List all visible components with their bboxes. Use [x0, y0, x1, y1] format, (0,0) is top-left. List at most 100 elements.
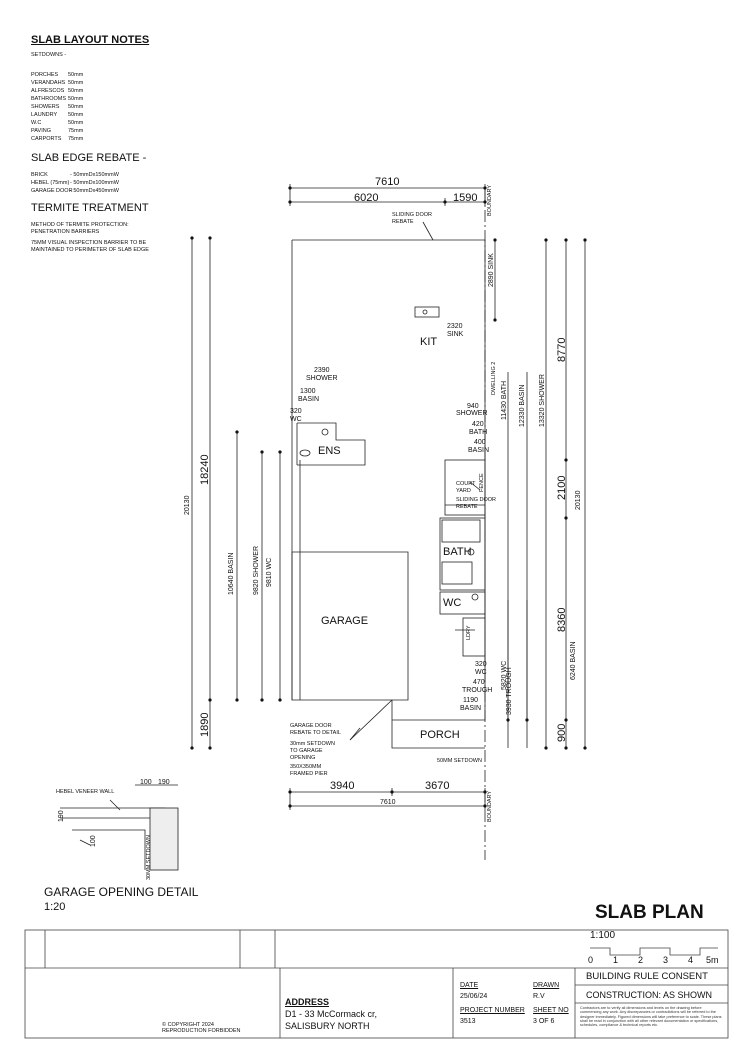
project-label: PROJECT NUMBER [460, 1007, 525, 1014]
drawn-label: DRAWN [533, 982, 560, 989]
project-value: 3513 [460, 1018, 476, 1025]
shower-right-value: 940 [467, 403, 479, 410]
rebate-value: - 50mmDx100mmW [70, 180, 119, 186]
vdim-right-trough: 3930 TROUGH [506, 667, 513, 715]
wc-low-label: WC [475, 669, 487, 676]
dim-top-right: 1590 [453, 192, 478, 204]
basin-top-label: BASIN [298, 396, 320, 403]
sheet-scale: 1:100 [590, 930, 616, 941]
wc-top-label: WC [290, 416, 302, 423]
dim-bottom-total: 7610 [380, 799, 396, 806]
setdown-value: 50mm [68, 80, 84, 86]
rebate-item: BRICK [31, 172, 48, 178]
basin-top-value: 1300 [300, 388, 316, 395]
vdim-left-wc: 9810 WC [266, 557, 273, 587]
room-porch: PORCH [420, 729, 460, 741]
bath-right-label: BATH [469, 429, 488, 436]
sliding-rebate-top: SLIDING DOOR [392, 212, 433, 218]
detail-dim-100-v: 100 [90, 835, 97, 847]
boundary-label-bottom: BOUNDARY [487, 790, 493, 822]
vdim-left-total: 20130 [184, 495, 191, 515]
detail-title: GARAGE OPENING DETAIL [44, 885, 199, 899]
room-ens: ENS [318, 445, 341, 457]
dim-bottom-right: 3670 [425, 780, 450, 792]
detail-dim-190: 190 [158, 779, 170, 786]
setdown-item: PAVING [31, 128, 51, 134]
setdown-value: 50mm [68, 88, 84, 94]
room-laundry: LDRY [466, 625, 472, 640]
sheet-title: SLAB PLAN [595, 902, 704, 923]
vdim-left-bottom: 1890 [199, 712, 211, 737]
setdown-item: PORCHES [31, 72, 59, 78]
scale-mark: 2 [638, 955, 644, 965]
setdown-value: 50mm [68, 72, 84, 78]
setdown-item: W.C [31, 120, 42, 126]
bath-right-value: 420 [472, 421, 484, 428]
porch-setdown-note: 50MM SETDOWN [437, 758, 482, 764]
construction-status: CONSTRUCTION: AS SHOWN [586, 990, 713, 1000]
termite-title: TERMITE TREATMENT [31, 202, 149, 214]
room-bath: BATH [443, 546, 472, 558]
sliding-rebate-mid-2: REBATE [456, 504, 478, 510]
detail-dim-100: 100 [140, 779, 152, 786]
termite-line: PENETRATION BARRIERS [31, 229, 100, 235]
setdown-value: 75mm [68, 128, 84, 134]
sheet-value: 3 OF 6 [533, 1018, 555, 1025]
setdown-item: ALFRESCOS [31, 88, 65, 94]
termite-line: MAINTAINED TO PERIMETER OF SLAB EDGE [31, 247, 149, 253]
detail-hebel-label: HEBEL VENEER WALL [56, 789, 115, 795]
room-kit: KIT [420, 336, 438, 348]
court-yard-label-2: YARD [456, 488, 471, 494]
sliding-rebate-mid: SLIDING DOOR [456, 497, 497, 503]
setdown-value: 50mm [68, 104, 84, 110]
vdim-right-8770: 8770 [556, 337, 568, 362]
dim-top-total: 7610 [375, 176, 400, 188]
trough-label: TROUGH [462, 687, 493, 694]
vdim-right-shower: 13320 SHOWER [539, 374, 546, 427]
basin-low-value: 1190 [463, 697, 479, 704]
scale-mark: 5m [706, 955, 719, 965]
building-rule-consent: BUILDING RULE CONSENT [586, 971, 708, 982]
vdim-right-basin: 12330 BASIN [519, 384, 526, 427]
basin-low-label: BASIN [460, 705, 482, 712]
wc-low-value: 320 [475, 661, 487, 668]
vdim-left-shower: 9820 SHOWER [253, 545, 260, 595]
date-label: DATE [460, 982, 479, 989]
vdim-right-8360: 8360 [556, 607, 568, 632]
setdown-item: LAUNDRY [31, 112, 58, 118]
setdown-item: CARPORTS [31, 136, 62, 142]
garage-setdown-note-3: OPENING [290, 755, 316, 761]
garage-setdown-note: 30mm SETDOWN [290, 741, 335, 747]
date-value: 25/06/24 [460, 993, 488, 1000]
sink-dim-label: SINK [447, 331, 464, 338]
address-label: ADDRESS [285, 997, 330, 1007]
rebate-value: - 50mmDx150mmW [70, 172, 119, 178]
drawn-value: R.V [533, 993, 545, 1000]
room-wc: WC [443, 597, 462, 609]
setdown-value: 50mm [68, 112, 84, 118]
vdim-right-bath: 11430 BATH [501, 380, 508, 420]
boundary-label-top: BOUNDARY [487, 184, 493, 216]
setdown-item: BATHROOMS [31, 96, 67, 102]
detail-setdown-v: 30MM SETDOWN [146, 835, 152, 880]
fence-label: FENCE [479, 473, 485, 492]
basin-right-label: BASIN [468, 447, 490, 454]
vdim-right-2100: 2100 [556, 475, 568, 500]
pier-note: 350X350MM [290, 764, 322, 770]
setdown-value: 50mm [68, 96, 84, 102]
disclaimer-text: Contractors are to verify all dimensions… [580, 1006, 722, 1028]
dim-top-left: 6020 [354, 192, 379, 204]
setdown-item: SHOWERS [31, 104, 60, 110]
termite-line: METHOD OF TERMITE PROTECTION: [31, 222, 129, 228]
rebate-item: HEBEL (75mm) [31, 180, 70, 186]
detail-dim-190-v: 190 [58, 810, 65, 822]
wc-top-value: 320 [290, 408, 302, 415]
scale-mark: 1 [613, 955, 619, 965]
vdim-left-basin: 10640 BASIN [228, 552, 235, 595]
notes-title: SLAB LAYOUT NOTES [31, 34, 150, 46]
shower-top-value: 2390 [314, 367, 330, 374]
sink-dim-value: 2320 [447, 323, 463, 330]
room-garage: GARAGE [321, 615, 369, 627]
garage-setdown-note-2: TO GARAGE [290, 748, 323, 754]
copyright: © COPYRIGHT 2024 [162, 1022, 214, 1028]
